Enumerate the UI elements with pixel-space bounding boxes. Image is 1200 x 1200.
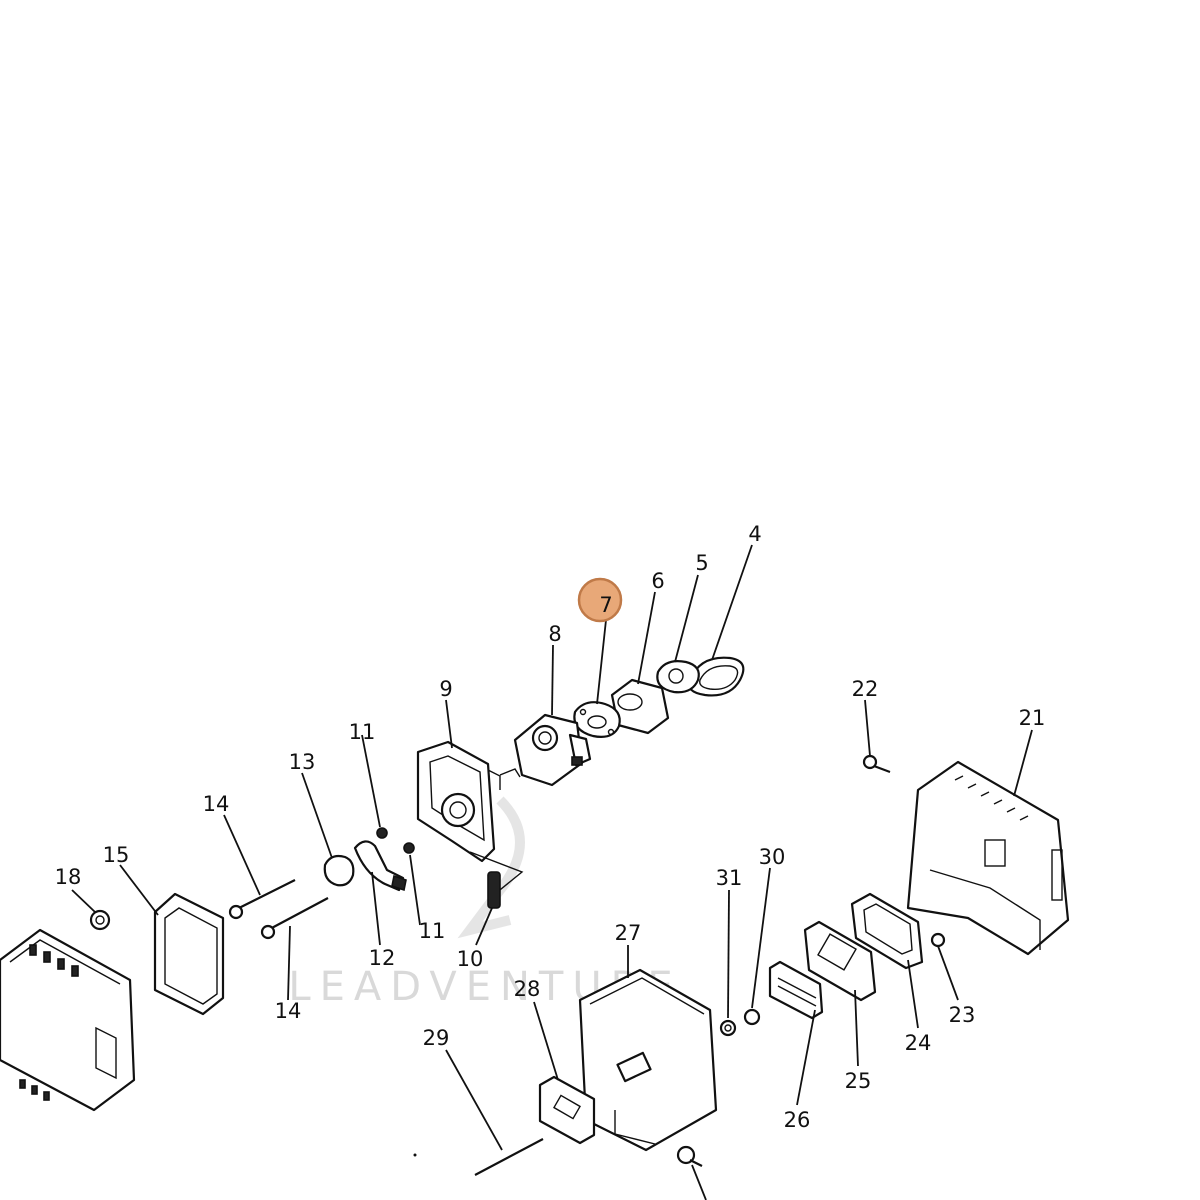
leader-lines [71,544,1033,1200]
callout-11-lower: 11 [419,919,446,943]
callout-labels: 4 5 6 8 9 11 11 13 14 14 15 18 12 10 22 … [55,522,1046,1132]
callout-14-upper: 14 [203,792,230,816]
part-cleaner-cover[interactable] [0,928,136,1112]
part-18-nut[interactable] [89,909,111,931]
part-4-gasket[interactable] [687,656,745,697]
callout-26: 26 [784,1108,811,1132]
part-24-plate[interactable] [850,892,924,970]
callout-8: 8 [548,622,561,646]
callout-27: 27 [615,921,642,945]
callout-10: 10 [457,947,484,971]
callout-21: 21 [1019,706,1046,730]
part-26-screen[interactable] [768,960,824,1020]
callout-15: 15 [103,843,130,867]
part-6-insulator[interactable] [610,678,670,735]
callout-18: 18 [55,865,82,889]
part-27-muffler[interactable] [578,968,718,1152]
callout-7-highlight[interactable]: 7 [577,577,623,623]
part-10-spring[interactable] [487,871,501,909]
part-15-filter[interactable] [153,892,225,1016]
callout-9: 9 [439,677,452,701]
callout-30: 30 [759,845,786,869]
part-bottom-bolt[interactable] [676,1145,703,1167]
part-11-nut-a[interactable] [376,827,388,839]
part-7-gasket[interactable] [573,701,621,738]
part-23-bolt[interactable] [930,932,946,948]
part-13-choke-plate[interactable] [323,854,355,887]
callout-6: 6 [651,569,664,593]
part-5-gasket[interactable] [656,660,700,694]
callout-25: 25 [845,1069,872,1093]
part-12-choke-lever[interactable] [353,840,407,892]
part-9-cleaner-base[interactable] [416,740,524,899]
dot-mark [413,1153,417,1157]
callout-28: 28 [514,977,541,1001]
part-8-carburetor[interactable] [499,713,592,787]
callout-29: 29 [423,1026,450,1050]
callout-22: 22 [852,677,879,701]
callout-23: 23 [949,1003,976,1027]
callout-24: 24 [905,1031,932,1055]
callout-11-upper: 11 [349,720,376,744]
callout-4: 4 [748,522,761,546]
callout-14-lower: 14 [275,999,302,1023]
part-28-gasket[interactable] [538,1075,596,1145]
part-11-nut-b[interactable] [403,842,415,854]
part-14-screw-b[interactable] [260,897,329,940]
callout-7: 7 [599,593,612,617]
callout-31: 31 [716,866,743,890]
part-14-screw-a[interactable] [228,879,296,920]
part-22-bolt[interactable] [862,754,891,774]
callout-5: 5 [695,551,708,575]
callout-13: 13 [289,750,316,774]
part-29-stud[interactable] [474,1138,544,1176]
part-21-muffler-cover[interactable] [906,760,1070,956]
part-31-washer[interactable] [719,1019,737,1037]
callout-12: 12 [369,946,396,970]
part-30-nut[interactable] [743,1008,761,1026]
part-25-gasket[interactable] [803,920,877,1002]
